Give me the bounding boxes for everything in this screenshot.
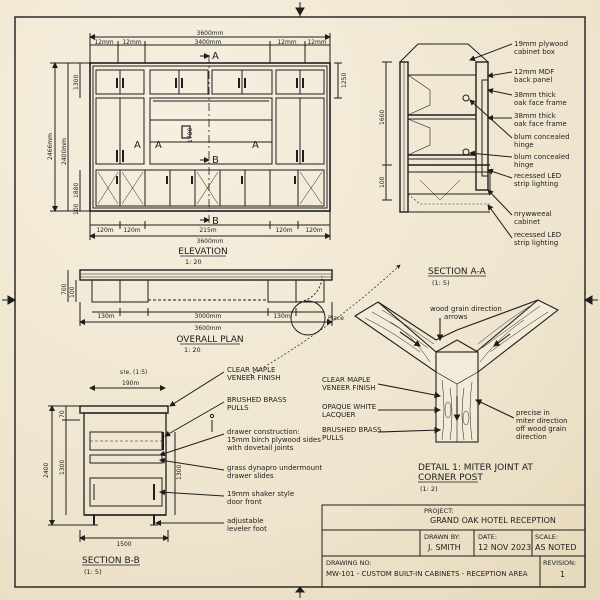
plan-note: Place bbox=[328, 315, 344, 322]
tb-project: GRAND OAK HOTEL RECEPTION bbox=[430, 516, 556, 525]
plan-dim-overall: 3600mm bbox=[195, 325, 222, 332]
tb-date-label: DATE: bbox=[478, 533, 497, 541]
aa-dim-upper: 1600 bbox=[379, 110, 386, 125]
tb-drawn: J. SMITH bbox=[427, 543, 461, 552]
bb-dim-bottom: 1500 bbox=[116, 541, 131, 548]
dim-bot-mid: 215m bbox=[199, 227, 216, 234]
detail-scale: (1: 2) bbox=[420, 485, 438, 493]
plan-dim-depth2: 100 bbox=[69, 286, 76, 298]
dim-right-top: 1250 bbox=[341, 73, 348, 88]
dim-overall-top: 3600mm bbox=[197, 30, 224, 37]
aa-dim-lower: 100 bbox=[379, 176, 386, 188]
plan-dim-left: 130m bbox=[97, 313, 114, 320]
tb-date: 12 NOV 2023 bbox=[478, 543, 531, 552]
tb-drawing-label: DRAWING NO: bbox=[326, 559, 372, 567]
tb-project-label: PROJECT: bbox=[424, 507, 454, 515]
dim-opening: 1780 bbox=[187, 128, 194, 143]
dim-bot-c: 120m bbox=[275, 227, 292, 234]
section-mark-a1: A bbox=[212, 51, 219, 62]
tb-revision: 1 bbox=[560, 570, 565, 579]
tb-drawn-label: DRAWN BY: bbox=[424, 533, 460, 541]
section-bb-title: SECTION B-B bbox=[82, 556, 140, 566]
bb-dim-mid: 1300 bbox=[59, 460, 66, 475]
dim-right-gap-2: 12mm bbox=[307, 39, 326, 46]
tb-drawing: MW-101 - CUSTOM BUILT-IN CABINETS - RECE… bbox=[326, 570, 528, 578]
section-mark-b2: B bbox=[212, 216, 219, 227]
plan-dim-mid: 3000mm bbox=[195, 313, 222, 320]
plan-view: 700 100 130m 3000mm 130m 3600mm Place OV… bbox=[61, 269, 344, 354]
section-mark-b1: B bbox=[212, 155, 219, 166]
tb-revision-label: REVISION: bbox=[543, 559, 576, 567]
bb-dim-width: 190m bbox=[122, 380, 139, 387]
tb-scale-label: SCALE: bbox=[535, 533, 558, 541]
dim-plinth: 100 bbox=[73, 203, 80, 215]
plan-title: OVERALL PLAN bbox=[176, 335, 243, 345]
dim-base: 1880 bbox=[73, 183, 80, 198]
plan-dim-right: 130m bbox=[273, 313, 290, 320]
dim-upper-height: 2400mm bbox=[61, 138, 68, 165]
leader-curve bbox=[249, 264, 401, 376]
plan-dim-depth: 700 bbox=[61, 283, 68, 295]
elevation-view: 3600mm 12mm 12mm 3400mm 12mm 12mm 2466mm… bbox=[47, 30, 348, 266]
dim-bot-d: 120m bbox=[305, 227, 322, 234]
tb-scale: AS NOTED bbox=[535, 543, 576, 552]
bb-callout-3: drawer construction:15mm birch plywood s… bbox=[227, 428, 321, 452]
bb-dim-right: 1300 bbox=[176, 465, 183, 480]
dim-overall-bottom: 3600mm bbox=[197, 238, 224, 245]
dim-bot-b: 120m bbox=[123, 227, 140, 234]
dim-bot-a: 120m bbox=[96, 227, 113, 234]
bb-dim-upper: 70 bbox=[59, 410, 66, 418]
dim-right-gap: 12mm bbox=[277, 39, 296, 46]
bb-scale-note: s!e. (1:5) bbox=[120, 369, 147, 376]
elevation-title: ELEVATION bbox=[178, 247, 227, 257]
elevation-scale: 1: 20 bbox=[185, 258, 202, 266]
dim-left-gap: 12mm bbox=[94, 39, 113, 46]
section-mark-a2: A bbox=[134, 140, 141, 151]
section-aa-scale: (1: 5) bbox=[432, 279, 450, 287]
plan-scale: 1: 20 bbox=[184, 346, 201, 354]
bb-dim-height: 2400 bbox=[43, 463, 50, 478]
section-bb-view: s!e. (1:5) 190m 2400 70 1300 1300 1500 C… bbox=[43, 366, 322, 576]
section-mark-a3: A bbox=[155, 140, 162, 151]
dim-left-gap-2: 12mm bbox=[122, 39, 141, 46]
section-bb-scale: (1: 5) bbox=[84, 568, 102, 576]
title-block: PROJECT: GRAND OAK HOTEL RECEPTION DRAWN… bbox=[321, 504, 586, 588]
dim-mid-width: 3400mm bbox=[195, 39, 222, 46]
section-mark-a4: A bbox=[252, 140, 259, 151]
section-aa-title: SECTION A-A bbox=[428, 267, 487, 277]
dim-left-top: 1300 bbox=[73, 75, 80, 90]
dim-overall-height: 2466mm bbox=[47, 133, 54, 160]
